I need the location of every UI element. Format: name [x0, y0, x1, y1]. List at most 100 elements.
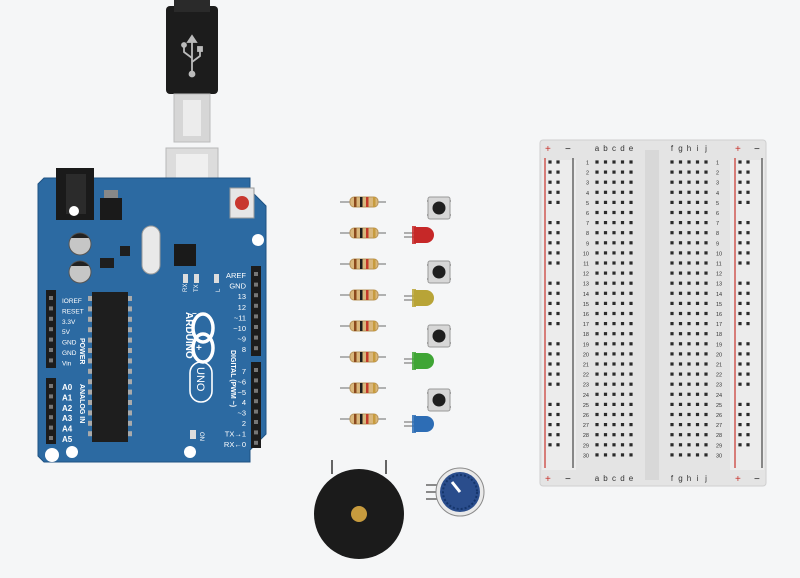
column-letter: i — [697, 474, 699, 483]
column-letter: g — [678, 144, 682, 153]
row-number-left: 22 — [583, 373, 589, 379]
row-number-left: 27 — [583, 423, 589, 429]
analog-pin-label-2: A2 — [62, 404, 73, 413]
digital-pin-label-bottom-1: ~6 — [237, 377, 246, 386]
resistor[interactable] — [340, 289, 386, 301]
svg-text:−: − — [192, 309, 197, 318]
resistor[interactable] — [340, 258, 386, 270]
row-number-right: 4 — [716, 191, 719, 197]
row-number-right: 18 — [716, 332, 722, 338]
pushbutton[interactable] — [427, 260, 451, 284]
resistor[interactable] — [340, 351, 386, 363]
digital-pin-label-top-0: AREF — [226, 271, 246, 280]
row-number-right: 13 — [716, 282, 722, 288]
svg-text:+: + — [196, 343, 202, 354]
row-number-right: 3 — [716, 181, 719, 187]
row-number-left: 4 — [586, 191, 589, 197]
reset-button[interactable] — [229, 187, 255, 219]
row-number-right: 22 — [716, 373, 722, 379]
row-number-right: 29 — [716, 443, 722, 449]
row-number-left: 23 — [583, 383, 589, 389]
rail-minus-right-bottom: − — [754, 474, 760, 485]
led-red[interactable] — [404, 226, 434, 244]
piezo-buzzer[interactable] — [314, 460, 404, 559]
column-letter: c — [612, 474, 616, 483]
digital-pin-label-top-5: ~10 — [233, 324, 246, 333]
led-green[interactable] — [404, 352, 434, 370]
row-number-left: 1 — [586, 161, 589, 167]
row-number-left: 30 — [583, 453, 589, 459]
led-yellow[interactable] — [404, 289, 434, 307]
row-number-left: 5 — [586, 201, 589, 207]
row-number-right: 15 — [716, 302, 722, 308]
rail-minus-left-bottom: − — [565, 474, 571, 485]
row-number-right: 21 — [716, 363, 722, 369]
row-number-left: 2 — [586, 171, 589, 177]
rail-minus-right-top: − — [754, 144, 760, 155]
potentiometer[interactable] — [426, 467, 485, 517]
rail-plus-right-top: + — [735, 144, 741, 155]
uno-badge: UNO — [189, 361, 213, 403]
pushbutton[interactable] — [427, 196, 451, 220]
column-letter: h — [687, 474, 691, 483]
digital-pin-label-top-7: 8 — [242, 345, 246, 354]
tx-label: TX — [194, 284, 200, 292]
digital-header-bottom[interactable] — [251, 362, 261, 448]
analog-pin-label-5: A5 — [62, 435, 73, 444]
analog-section-label: ANALOG IN — [78, 384, 85, 423]
resistor[interactable] — [340, 320, 386, 332]
rail-plus-left-top: + — [545, 144, 551, 155]
analog-pin-label-3: A3 — [62, 414, 73, 423]
led-blue[interactable] — [404, 415, 434, 433]
row-number-left: 14 — [583, 292, 589, 298]
row-number-right: 25 — [716, 403, 722, 409]
digital-pin-label-bottom-2: ~5 — [237, 388, 246, 397]
row-number-right: 11 — [716, 262, 722, 268]
row-number-right: 12 — [716, 272, 722, 278]
digital-pin-label-bottom-4: ~3 — [237, 409, 246, 418]
row-number-right: 20 — [716, 352, 722, 358]
capacitor-2 — [68, 260, 92, 284]
digital-pin-label-top-4: ~11 — [234, 313, 246, 322]
row-number-right: 19 — [716, 342, 722, 348]
column-letter: b — [603, 474, 608, 483]
row-number-right: 30 — [716, 453, 722, 459]
capacitor-1 — [68, 232, 92, 256]
row-number-left: 26 — [583, 413, 589, 419]
power-pin-label-0: IOREF — [62, 298, 82, 305]
resistor[interactable] — [340, 413, 386, 425]
row-number-left: 7 — [586, 221, 589, 227]
pushbutton[interactable] — [427, 324, 451, 348]
column-letter: f — [671, 144, 674, 153]
column-letter: j — [704, 474, 707, 483]
row-number-left: 13 — [583, 282, 589, 288]
pushbutton-group — [427, 196, 451, 412]
power-header[interactable] — [46, 290, 56, 368]
rx-label: RX — [183, 284, 189, 292]
row-number-right: 14 — [716, 292, 722, 298]
column-letter: c — [612, 144, 616, 153]
resistor[interactable] — [340, 196, 386, 208]
row-number-left: 17 — [583, 322, 589, 328]
arduino-uno-board[interactable]: TX RX L − + ARDUINO UNO ON — [37, 168, 267, 463]
digital-pin-label-top-1: GND — [229, 282, 246, 291]
digital-pin-label-bottom-7: RX←0 — [224, 440, 246, 449]
voltage-regulator — [100, 198, 122, 220]
on-label: ON — [198, 432, 204, 441]
usb-icon — [181, 34, 203, 78]
column-letter: j — [704, 144, 707, 153]
row-number-right: 8 — [716, 231, 719, 237]
digital-pin-label-bottom-0: 7 — [242, 367, 246, 376]
svg-text:UNO: UNO — [194, 367, 206, 392]
atmega-chip — [88, 292, 132, 442]
row-number-left: 19 — [583, 342, 589, 348]
row-number-left: 25 — [583, 403, 589, 409]
analog-header[interactable] — [46, 378, 56, 444]
digital-header-top[interactable] — [251, 266, 261, 356]
resistor[interactable] — [340, 227, 386, 239]
digital-pin-label-top-2: 13 — [238, 292, 246, 301]
resistor[interactable] — [340, 382, 386, 394]
pushbutton[interactable] — [427, 388, 451, 412]
